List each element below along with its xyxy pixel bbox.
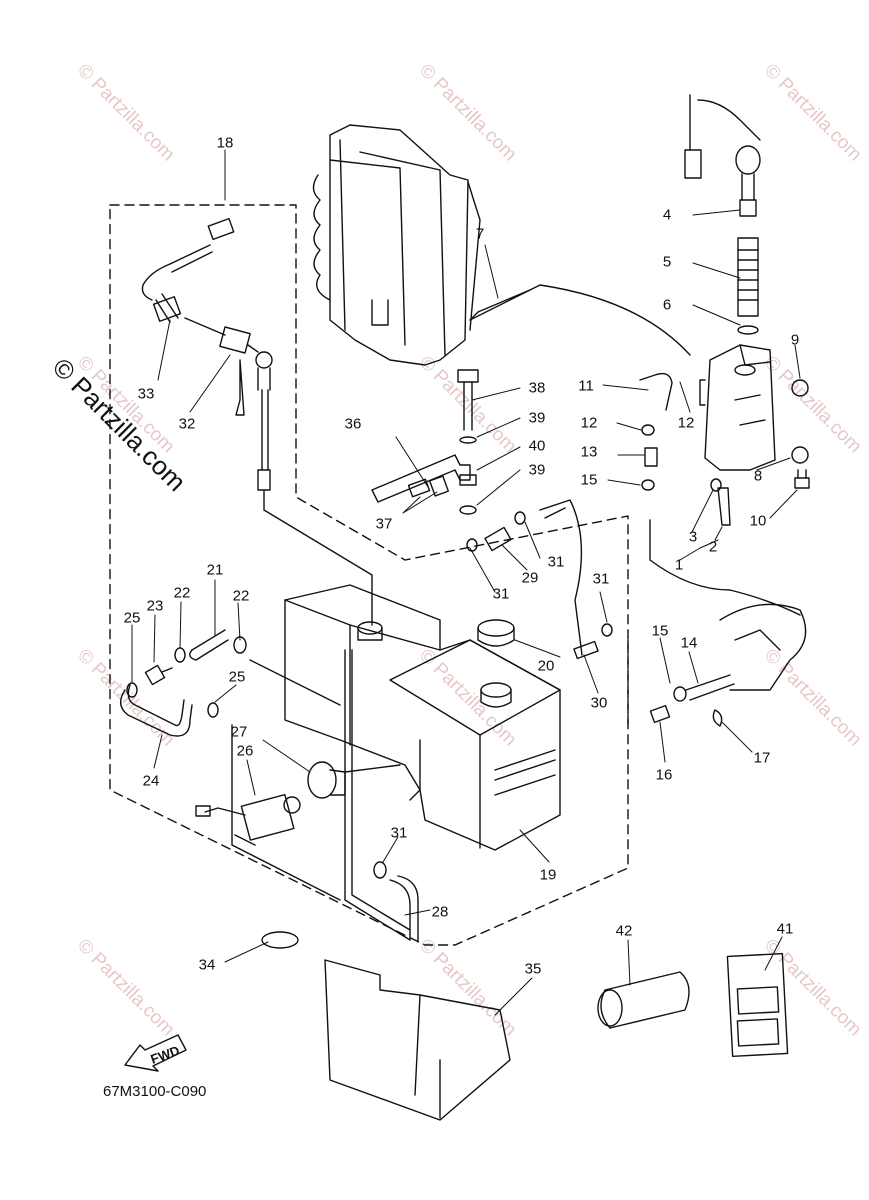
hose-line-left <box>231 659 341 901</box>
label-41 <box>726 952 789 1058</box>
callout-23: 23 <box>146 597 164 615</box>
callout-7: 7 <box>475 225 485 243</box>
tank-cap-20 <box>477 619 515 647</box>
clip-17 <box>712 709 723 727</box>
callout-37: 37 <box>375 515 393 533</box>
oil-tank-19 <box>284 584 561 941</box>
callout-39: 39 <box>528 461 546 479</box>
callout-10: 10 <box>749 512 767 530</box>
bracket-36 <box>371 454 471 503</box>
hose-7 <box>469 284 691 356</box>
callout-21: 21 <box>206 561 224 579</box>
bolt-38 <box>457 369 479 515</box>
callout-12: 12 <box>580 414 598 432</box>
callout-27: 27 <box>230 723 248 741</box>
callout-8: 8 <box>753 467 763 485</box>
hose-11 <box>639 372 673 411</box>
callout-33: 33 <box>137 385 155 403</box>
diagram-code: 67M3100-C090 <box>103 1083 207 1100</box>
callout-19: 19 <box>539 866 557 884</box>
grommet-8 <box>791 446 809 464</box>
callout-20: 20 <box>537 657 555 675</box>
callout-30: 30 <box>590 694 608 712</box>
callout-42: 42 <box>615 922 633 940</box>
callout-9: 9 <box>790 331 800 349</box>
hose-30 <box>539 499 599 660</box>
callout-41: 41 <box>776 920 794 938</box>
group-outline-18 <box>109 204 629 946</box>
callout-14: 14 <box>680 634 698 652</box>
callout-24: 24 <box>142 772 160 790</box>
hose-right <box>649 519 801 616</box>
callout-31: 31 <box>492 585 510 603</box>
harness-wire-link <box>263 489 373 626</box>
callout-26: 26 <box>236 742 254 760</box>
leader-lines <box>131 149 801 1016</box>
fitting-23 <box>144 664 173 686</box>
callout-22: 22 <box>232 587 250 605</box>
callout-18: 18 <box>216 134 234 152</box>
callout-40: 40 <box>528 437 546 455</box>
callout-31: 31 <box>592 570 610 588</box>
fitting-16 <box>649 704 671 724</box>
callout-36: 36 <box>344 415 362 433</box>
callout-38: 38 <box>528 379 546 397</box>
callout-25: 25 <box>228 668 246 686</box>
callout-15: 15 <box>580 471 598 489</box>
fitting-13 <box>644 447 658 467</box>
callout-34: 34 <box>198 956 216 974</box>
callout-31: 31 <box>390 824 408 842</box>
gasket-6 <box>737 325 759 335</box>
bracket-35 <box>324 959 511 1121</box>
callout-3: 3 <box>688 528 698 546</box>
sender-4 <box>684 94 761 217</box>
callout-4: 4 <box>662 206 672 224</box>
callout-25: 25 <box>123 609 141 627</box>
fitting-29 <box>484 526 512 552</box>
hull-section <box>719 603 807 691</box>
oil-pump-26 <box>195 793 301 846</box>
callout-2: 2 <box>708 538 718 556</box>
bolt-10 <box>794 469 810 489</box>
callout-29: 29 <box>521 569 539 587</box>
air-filter-housing <box>312 124 481 366</box>
callout-5: 5 <box>662 253 672 271</box>
strainer-5 <box>737 237 759 317</box>
filter-2 <box>717 487 731 526</box>
callout-31: 31 <box>547 553 565 571</box>
pipe-14 <box>685 674 735 701</box>
hose-28 <box>389 875 419 943</box>
callout-15: 15 <box>651 622 669 640</box>
callout-6: 6 <box>662 296 672 314</box>
callout-17: 17 <box>753 749 771 767</box>
callout-39: 39 <box>528 409 546 427</box>
clamp-34 <box>261 931 299 949</box>
harness-18 <box>141 217 273 491</box>
callout-13: 13 <box>580 443 598 461</box>
grommet-42 <box>597 971 690 1029</box>
callout-28: 28 <box>431 903 449 921</box>
callout-11: 11 <box>578 377 594 395</box>
callout-12: 12 <box>677 414 695 432</box>
grommet-9 <box>791 379 809 397</box>
callout-32: 32 <box>178 415 196 433</box>
hose-21 <box>189 629 229 661</box>
callout-22: 22 <box>173 584 191 602</box>
cap-27 <box>307 761 401 799</box>
hose-24 <box>120 684 193 737</box>
reservoir-tank <box>699 344 776 471</box>
fwd-arrow <box>124 1034 187 1072</box>
callout-16: 16 <box>655 766 673 784</box>
callout-1: 1 <box>674 556 684 574</box>
callout-35: 35 <box>524 960 542 978</box>
